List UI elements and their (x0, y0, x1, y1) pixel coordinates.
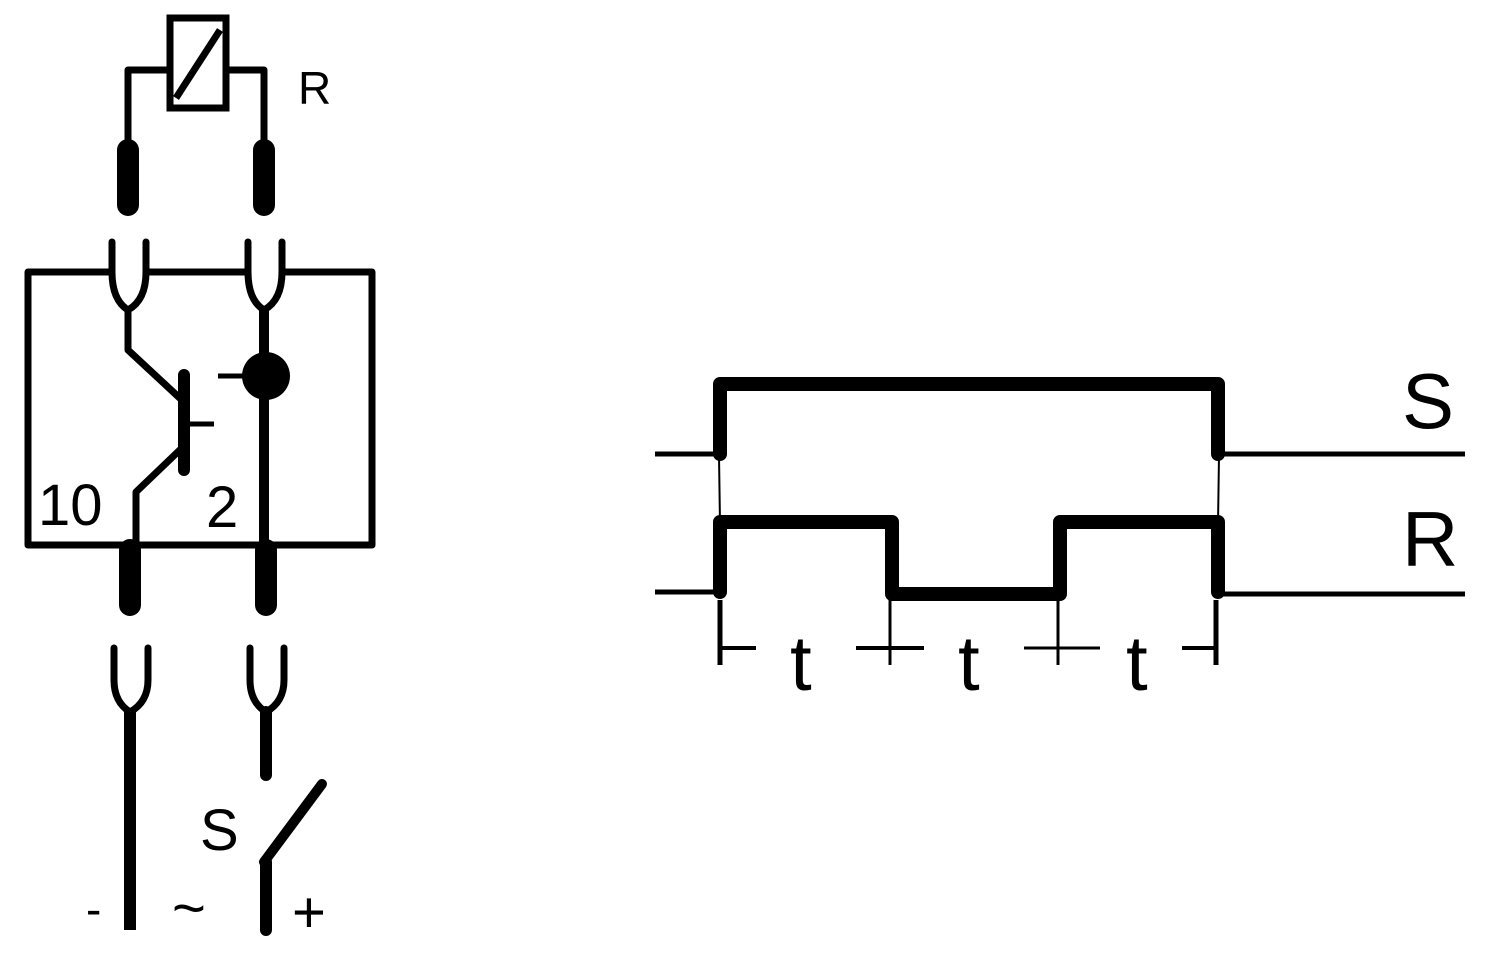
load-resistor (124, 14, 268, 154)
switch-label: S (200, 798, 239, 863)
interval-label-1: t (790, 619, 812, 707)
marker-start (718, 455, 722, 593)
pin-right-label: 2 (206, 475, 238, 540)
interval-dimension (717, 600, 1219, 665)
circuit-schematic: R 10 2 (24, 14, 376, 945)
marker-end (1216, 455, 1220, 593)
minus-label: - (86, 883, 101, 935)
signal-s-label: S (1402, 357, 1454, 445)
switch-s (259, 779, 327, 936)
load-label: R (298, 62, 331, 114)
bottom-right-socket (246, 644, 288, 716)
interval-label-2: t (958, 619, 980, 707)
junction-dot (242, 352, 290, 400)
transistor-symbol (124, 306, 214, 549)
interval-label-3: t (1126, 619, 1148, 707)
sensor-housing (24, 268, 376, 549)
top-left-socket (108, 238, 150, 314)
right-conductor (218, 310, 290, 545)
pin-left-label: 10 (38, 473, 103, 538)
ac-symbol-label: ~ (172, 876, 206, 941)
timing-diagram: S R t t t (655, 357, 1465, 707)
waveform-r (655, 515, 1465, 601)
waveform-s (655, 377, 1465, 461)
plus-label: + (292, 880, 326, 945)
top-right-socket (244, 238, 286, 314)
signal-r-label: R (1402, 495, 1458, 583)
bottom-left-socket (110, 644, 152, 716)
